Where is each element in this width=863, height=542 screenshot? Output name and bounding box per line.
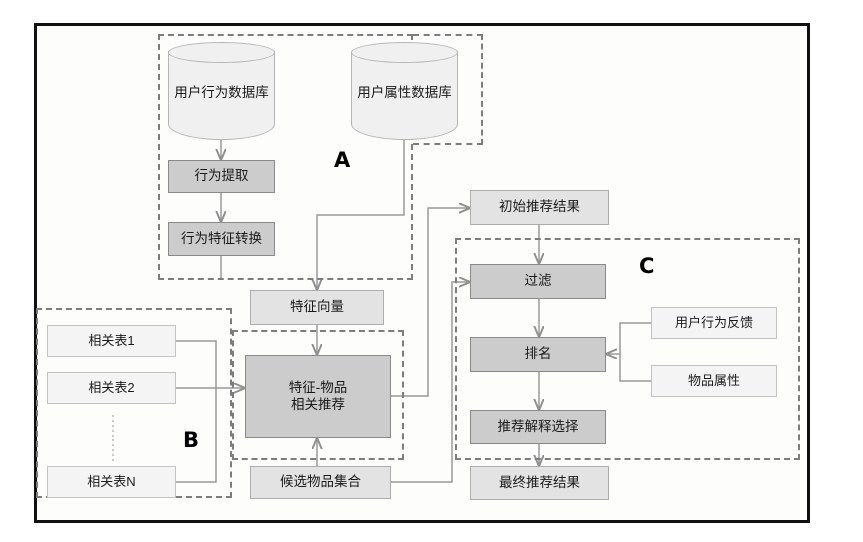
node-behavior-feature-transform[interactable]: 行为特征转换 [168, 222, 275, 256]
wire-attributes-bus [619, 354, 651, 382]
group-recommend-box [232, 330, 404, 460]
group-c-label: C [639, 254, 655, 278]
db-user-behavior[interactable]: 用户行为数据库 [168, 42, 275, 140]
group-c-box [455, 238, 800, 460]
group-b-label: B [183, 428, 200, 452]
wire-table1-bus [176, 340, 217, 388]
node-feature-item-recommend[interactable]: 特征-物品 相关推荐 [245, 355, 391, 438]
node-ranking[interactable]: 排名 [470, 337, 606, 372]
node-related-table-1[interactable]: 相关表1 [47, 325, 176, 357]
node-feature-vector[interactable]: 特征向量 [250, 290, 384, 325]
wire-profiledb-to-featurevector [317, 140, 405, 290]
cylinder-body [351, 51, 458, 140]
wire-feedback-bus [619, 322, 651, 354]
wire-candidate-to-filter [391, 282, 470, 483]
node-feature-item-recommend-line2: 相关推荐 [291, 396, 345, 412]
node-initial-recommendation[interactable]: 初始推荐结果 [470, 190, 609, 225]
node-filter[interactable]: 过滤 [470, 264, 606, 299]
node-user-behavior-feedback[interactable]: 用户行为反馈 [651, 307, 777, 339]
cylinder-body [168, 51, 275, 140]
node-related-table-n[interactable]: 相关表N [47, 466, 176, 498]
cylinder-top [351, 42, 458, 63]
node-candidate-item-set[interactable]: 候选物品集合 [250, 466, 391, 499]
db-user-behavior-label: 用户行为数据库 [174, 85, 269, 100]
db-user-profile[interactable]: 用户属性数据库 [351, 42, 458, 140]
node-behavior-extraction[interactable]: 行为提取 [168, 160, 275, 193]
wire-recommend-to-initial [391, 208, 470, 397]
wire-tableN-bus [176, 388, 217, 483]
node-item-attributes[interactable]: 物品属性 [651, 365, 777, 397]
group-a-box [158, 34, 413, 280]
group-a-label: A [334, 148, 351, 172]
node-final-recommendation[interactable]: 最终推荐结果 [470, 466, 609, 500]
group-a-box-extension [413, 34, 483, 145]
related-tables-ellipsis [111, 415, 114, 461]
cylinder-top [168, 42, 275, 63]
db-user-profile-label: 用户属性数据库 [357, 85, 452, 100]
node-explanation-selection[interactable]: 推荐解释选择 [470, 410, 606, 444]
node-related-table-2[interactable]: 相关表2 [47, 372, 176, 404]
node-feature-item-recommend-line1: 特征-物品 [288, 379, 348, 395]
